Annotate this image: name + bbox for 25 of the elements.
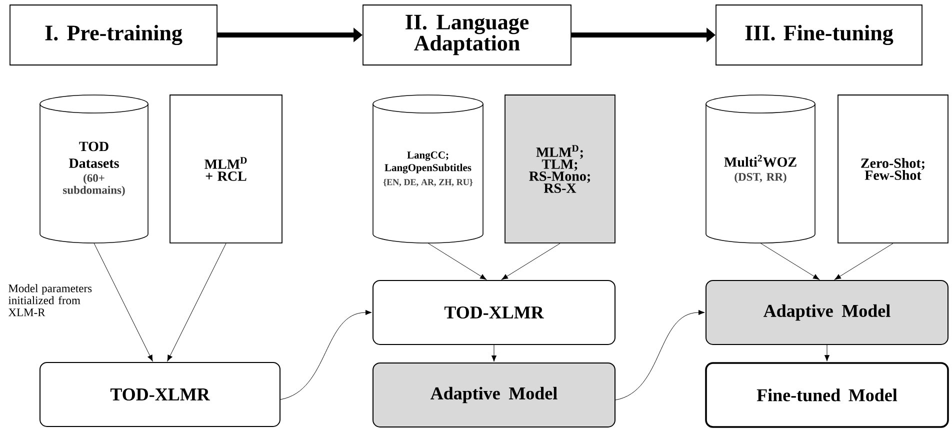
stage-box: II. Language Adaptation: [362, 4, 572, 66]
arrow: [428, 242, 486, 280]
arrow: [167, 243, 226, 362]
note-text: Model parameters initialized from XLM-R: [8, 284, 92, 316]
arrow: [824, 344, 830, 362]
stage-box: I. Pre-training: [10, 4, 218, 66]
data-cylinder: Multi$^{2}$WOZ (DST, RR): [706, 94, 816, 244]
objective-box: MLM$^{D}$ + RCL: [170, 94, 282, 244]
arrow: [760, 242, 820, 280]
model-box: Fine-tuned Model: [705, 362, 949, 428]
objective-box: MLM$^{D}$; TLM; RS-Mono; RS-X: [504, 94, 616, 244]
arrow: [491, 344, 497, 362]
model-box: TOD-XLMR: [372, 280, 616, 345]
curved-arrow: [280, 310, 372, 400]
model-box: Adaptive Model: [706, 280, 948, 345]
model-box: Adaptive Model: [372, 362, 616, 428]
data-cylinder: LangCC; LangOpenSubtitles {EN, DE, AR, ZH, RU}: [372, 94, 484, 244]
stage-box: III. Fine-tuning: [716, 4, 922, 66]
arrow: [502, 243, 560, 280]
arrow: [94, 242, 153, 362]
setting-box: Zero-Shot; Few-Shot: [838, 94, 948, 244]
data-cylinder: TOD Datasets (60+ subdomains): [40, 94, 148, 244]
arrow: [834, 243, 894, 280]
curved-arrow: [615, 310, 705, 400]
model-box: TOD-XLMR: [40, 362, 280, 427]
